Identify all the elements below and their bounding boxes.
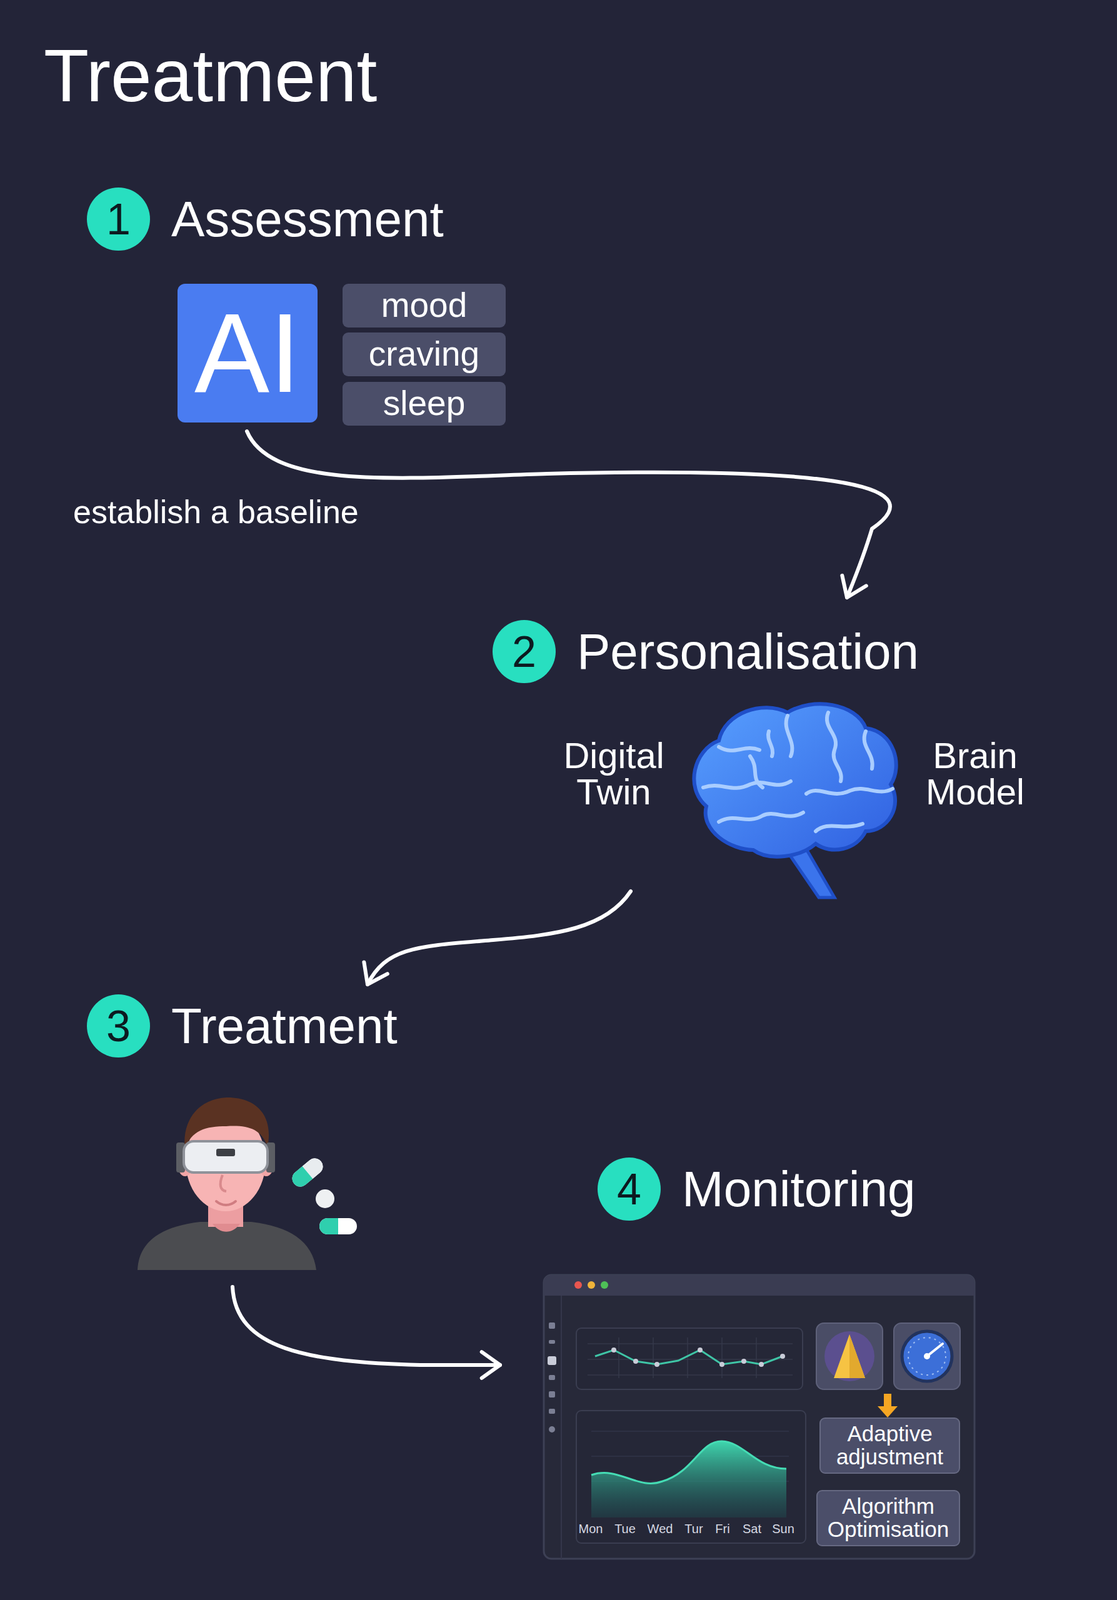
connector-line: [367, 891, 631, 985]
brain-illustration: [693, 703, 896, 898]
annotation: establish a baseline: [73, 495, 359, 529]
step-heading: Treatment: [171, 1001, 398, 1052]
axis-label: Fri: [706, 1522, 739, 1536]
box-text: craving: [368, 336, 480, 373]
axis-label: Tue: [609, 1522, 641, 1536]
box-text: Algorithm Optimisation: [822, 1495, 954, 1542]
step-number: 3: [86, 994, 151, 1058]
step-section: 3Treatment: [86, 994, 379, 1279]
step-header: 4 Monitoring: [597, 1157, 979, 1221]
axis-label: Sun: [767, 1522, 799, 1536]
step-number: 1: [86, 187, 151, 251]
connector-line: [232, 1287, 501, 1366]
step-header: 2 Personalisation: [492, 620, 1029, 684]
arrowhead: [841, 575, 866, 598]
step-header: 3Treatment: [86, 994, 379, 1058]
ai-text: AI: [194, 296, 301, 410]
axis-label: Mon: [575, 1522, 607, 1536]
action-box: Adaptive adjustment: [819, 1417, 961, 1474]
title: Treatment: [43, 38, 377, 113]
connector: [232, 1287, 501, 1379]
tag-box: craving: [342, 332, 506, 377]
action-box: Algorithm Optimisation: [816, 1490, 961, 1547]
step-number: 4: [597, 1157, 661, 1221]
patient-illustration: [137, 1097, 357, 1271]
box-text: sleep: [383, 385, 466, 422]
ai-box: AI: [177, 283, 318, 423]
step-section: 4 MonitoringAdaptive adjustmentAlgorithm …: [543, 1157, 979, 1559]
axis-label: Tur: [678, 1522, 710, 1536]
connector: [363, 891, 631, 985]
side-label: Digital Twin: [541, 737, 686, 811]
axis-label: Sat: [736, 1522, 768, 1536]
arrowhead: [481, 1352, 501, 1379]
arrowhead: [363, 961, 387, 985]
step-heading: Monitoring: [681, 1164, 916, 1215]
dashboard-illustration: [543, 1275, 975, 1559]
box-text: Adaptive adjustment: [825, 1422, 954, 1469]
step-section: 1 Assessment: [86, 187, 491, 251]
side-label: Brain Model: [903, 737, 1047, 811]
step-heading: Personalisation: [576, 626, 919, 677]
box-text: mood: [381, 287, 468, 324]
step-heading: Assessment: [171, 194, 444, 245]
tag-box: mood: [342, 283, 506, 328]
tag-box: sleep: [342, 381, 506, 426]
step-header: 1 Assessment: [86, 187, 491, 251]
step-number: 2: [492, 620, 556, 684]
axis-label: Wed: [644, 1522, 676, 1536]
